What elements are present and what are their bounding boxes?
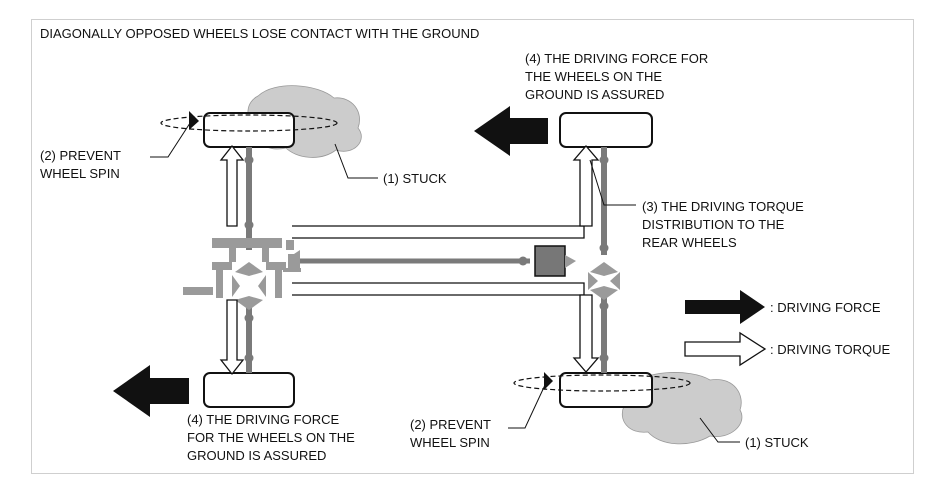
driving-force-arrow-top: [474, 106, 548, 156]
legend-driving-force-arrow: [685, 290, 765, 324]
label-torque-distribution-3: REAR WHEELS: [642, 235, 737, 250]
front-left-wheel-bottom: [203, 372, 295, 408]
label-force-assured-bottom-2: FOR THE WHEELS ON THE: [187, 430, 355, 445]
label-prevent-spin-rear-2: WHEEL SPIN: [410, 435, 490, 450]
joint: [244, 313, 254, 323]
joint: [599, 155, 609, 165]
legend-driving-force-label: : DRIVING FORCE: [770, 300, 881, 315]
joint: [599, 301, 609, 311]
front-differential: [183, 238, 301, 310]
diagram-title: DIAGONALLY OPPOSED WHEELS LOSE CONTACT W…: [40, 26, 479, 41]
leader-lines: [150, 119, 740, 443]
legend-driving-torque-arrow: [684, 331, 767, 367]
joint: [244, 155, 254, 165]
label-force-assured-bottom-1: (4) THE DRIVING FORCE: [187, 412, 339, 427]
label-force-assured-top-1: (4) THE DRIVING FORCE FOR: [525, 51, 708, 66]
coupling-unit: [534, 245, 566, 277]
legend-driving-torque-label: : DRIVING TORQUE: [770, 342, 890, 357]
label-force-assured-top-2: THE WHEELS ON THE: [525, 69, 662, 84]
label-stuck-rear: (1) STUCK: [745, 435, 809, 450]
label-prevent-spin-front-2: WHEEL SPIN: [40, 166, 120, 181]
rear-right-wheel-top: [559, 112, 653, 148]
wheel-spin-ellipse-front: [160, 114, 338, 132]
label-stuck-front: (1) STUCK: [383, 171, 447, 186]
label-torque-distribution-2: DISTRIBUTION TO THE: [642, 217, 785, 232]
spin-arrowhead-front: [189, 111, 199, 130]
coupling-pinion: [565, 255, 576, 268]
label-prevent-spin-rear-1: (2) PREVENT: [410, 417, 491, 432]
label-force-assured-bottom-3: GROUND IS ASSURED: [187, 448, 326, 463]
joint: [599, 243, 609, 253]
spin-arrowhead-rear: [544, 372, 553, 390]
joint: [518, 256, 528, 266]
joint: [244, 353, 254, 363]
wheel-spin-ellipse-rear: [513, 374, 691, 392]
driving-force-arrow-bottom: [113, 365, 189, 417]
label-force-assured-top-3: GROUND IS ASSURED: [525, 87, 664, 102]
rear-differential: [588, 262, 620, 300]
label-prevent-spin-front-1: (2) PREVENT: [40, 148, 121, 163]
joint: [599, 353, 609, 363]
label-torque-distribution-1: (3) THE DRIVING TORQUE: [642, 199, 804, 214]
joint: [244, 220, 254, 230]
